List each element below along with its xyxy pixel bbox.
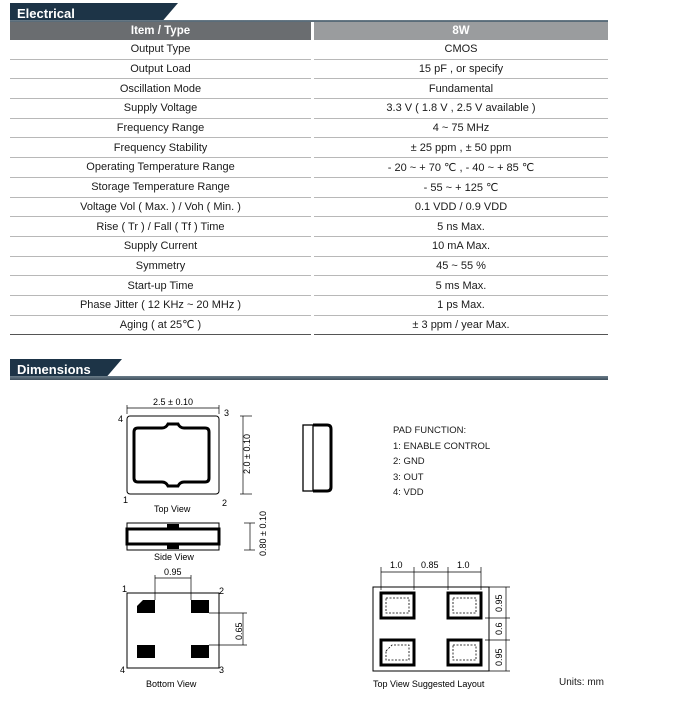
pad-function-item: 1: ENABLE CONTROL [393,440,491,452]
spec-value-cell: 0.1 VDD / 0.9 VDD [311,197,608,218]
bottom-view-pad-height-dim: 0.65 [234,622,244,640]
pad-function-item: 2: GND [393,456,425,467]
suggested-layout-label: Top View Suggested Layout [373,679,485,689]
table-row: Voltage Vol ( Max. ) / Voh ( Min. )0.1 V… [10,197,608,218]
side-view-drawing: 0.80 ± 0.10 Side View [125,511,268,562]
spec-item-cell: Aging ( at 25℃ ) [10,315,313,336]
spec-value-cell: 1 ps Max. [311,295,608,316]
spec-value-cell: - 20 ~ + 70 ℃ , - 40 ~ + 85 ℃ [311,157,608,178]
bottom-view-drawing: 0.95 0.65 1 2 4 3 Bottom View [120,567,247,689]
layout-dim-pad-height-bottom: 0.95 [494,648,504,666]
spec-value-cell: ± 3 ppm / year Max. [311,315,608,336]
table-header-row: Item / Type 8W [10,22,608,40]
pad-function-item: 4: VDD [393,487,424,498]
top-view-pin-3: 3 [224,408,229,418]
spec-value-cell: 5 ns Max. [311,216,608,237]
layout-dim-gap: 0.85 [421,560,439,570]
spec-item-cell: Rise ( Tr ) / Fall ( Tf ) Time [10,216,313,237]
top-view-drawing: 2.5 ± 0.10 2.0 ± 0.10 4 3 1 2 Top View [118,397,252,514]
spec-item-cell: Frequency Range [10,118,313,139]
layout-dim-pad-height-top: 0.95 [494,594,504,612]
layout-dim-vertical-gap: 0.6 [494,622,504,635]
bottom-view-pad-gap-dim: 0.95 [164,567,182,577]
units-label: Units: mm [559,677,604,688]
spec-item-cell: Frequency Stability [10,137,313,159]
pad-function-title: PAD FUNCTION: [393,425,467,436]
spec-item-cell: Voltage Vol ( Max. ) / Voh ( Min. ) [10,197,313,218]
top-view-height-dim: 2.0 ± 0.10 [242,434,252,474]
table-row: Phase Jitter ( 12 KHz ~ 20 MHz )1 ps Max… [10,295,608,316]
suggested-layout-drawing: 1.0 0.85 1.0 0.95 0.6 0.95 Top View Sugg… [372,560,510,689]
layout-dim-pad-width-right: 1.0 [457,560,470,570]
bottom-view-pin-1: 1 [122,584,127,594]
bottom-view-pin-2: 2 [219,586,224,596]
layout-dim-pad-width-left: 1.0 [390,560,403,570]
spec-value-cell: 15 pF , or specify [311,59,608,80]
table-row: Storage Temperature Range- 55 ~ + 125 ℃ [10,177,608,198]
spec-item-cell: Start-up Time [10,275,313,296]
pad-function-item: 3: OUT [393,471,424,483]
spec-item-cell: Oscillation Mode [10,78,313,100]
spec-value-cell: - 55 ~ + 125 ℃ [311,177,608,198]
spec-item-cell: Operating Temperature Range [10,157,313,178]
dimensions-title: Dimensions [10,359,122,380]
spec-value-cell: Fundamental [311,78,608,100]
table-row: Operating Temperature Range- 20 ~ + 70 ℃… [10,157,608,178]
table-row: Aging ( at 25℃ )± 3 ppm / year Max. [10,315,608,336]
top-view-label: Top View [154,504,191,514]
column-header-item: Item / Type [10,22,313,40]
spec-item-cell: Output Load [10,59,313,80]
spec-value-cell: 10 mA Max. [311,236,608,257]
side-view-height-dim: 0.80 ± 0.10 [258,511,268,556]
table-row: Frequency Stability± 25 ppm , ± 50 ppm [10,137,608,159]
dimensions-header: Dimensions [10,359,608,380]
spec-item-cell: Supply Current [10,236,313,257]
pad-function-list: PAD FUNCTION: 1: ENABLE CONTROL 2: GND 3… [393,423,490,501]
side-view-label: Side View [154,552,194,562]
spec-value-cell: 5 ms Max. [311,275,608,296]
spec-item-cell: Phase Jitter ( 12 KHz ~ 20 MHz ) [10,295,313,316]
top-view-pin-4: 4 [118,414,123,424]
spec-item-cell: Symmetry [10,256,313,277]
spec-item-cell: Output Type [10,40,313,60]
spec-value-cell: 45 ~ 55 % [311,256,608,277]
spec-value-cell: 3.3 V ( 1.8 V , 2.5 V available ) [311,98,608,119]
top-view-pin-2: 2 [222,498,227,508]
spec-item-cell: Storage Temperature Range [10,177,313,198]
bottom-view-label: Bottom View [146,679,197,689]
spec-value-cell: 4 ~ 75 MHz [311,118,608,139]
column-header-type: 8W [311,22,608,40]
side-profile-drawing [302,423,333,493]
header-rule [10,376,608,380]
top-view-pin-1: 1 [123,495,128,505]
bottom-view-pin-4: 4 [120,665,125,675]
spec-value-cell: CMOS [311,40,608,60]
spec-value-cell: ± 25 ppm , ± 50 ppm [311,137,608,159]
top-view-width-dim: 2.5 ± 0.10 [153,397,193,407]
spec-item-cell: Supply Voltage [10,98,313,119]
bottom-view-pin-3: 3 [219,665,224,675]
